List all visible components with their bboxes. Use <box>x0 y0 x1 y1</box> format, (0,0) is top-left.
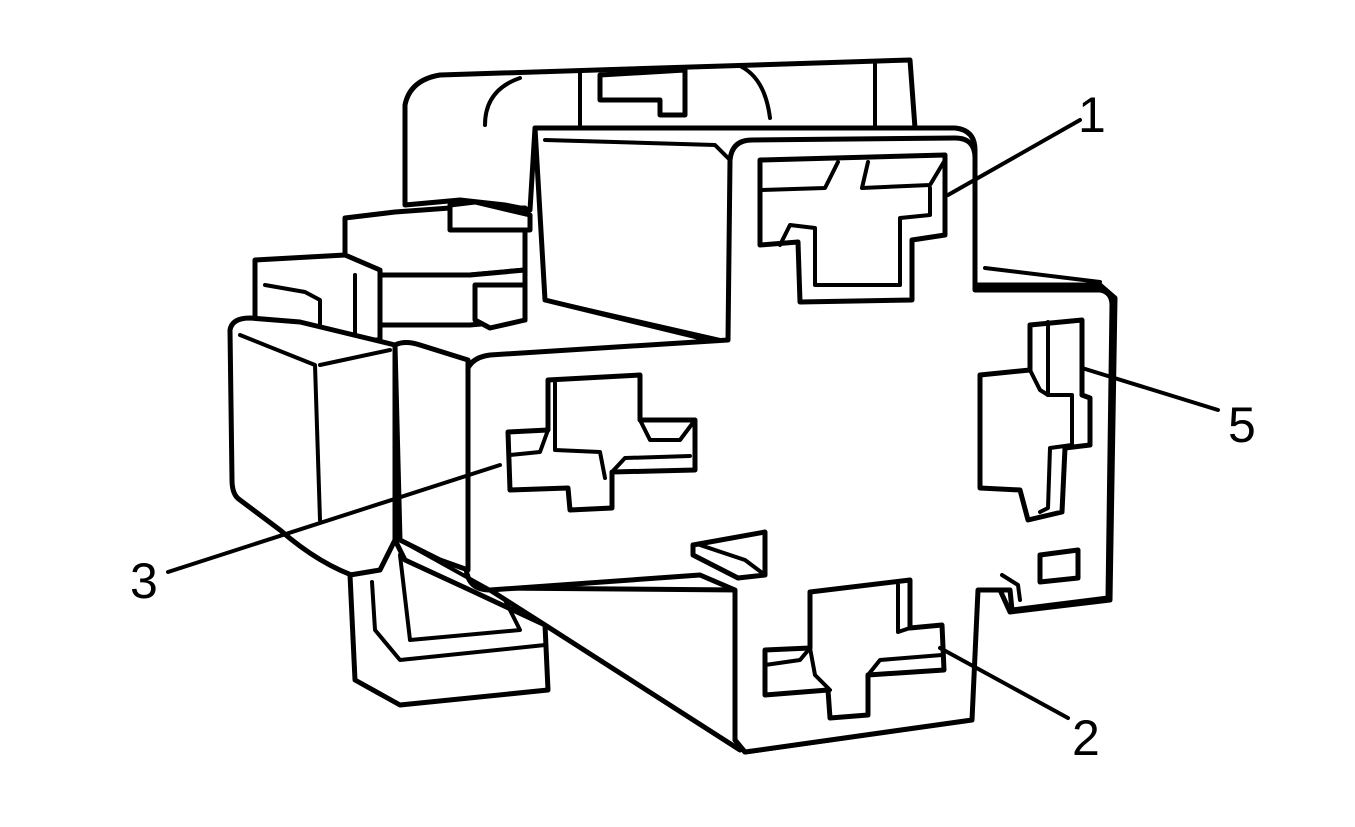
front-face-details <box>690 529 1081 602</box>
terminal-cavity-5 <box>977 317 1093 523</box>
terminal-cavity-3 <box>505 372 698 513</box>
connector-left-body <box>227 315 398 581</box>
terminal-cavity-1 <box>757 152 948 305</box>
terminal-cavity-2 <box>762 577 947 721</box>
leader-lines <box>166 118 1220 720</box>
connector-back-housing <box>402 57 918 213</box>
leader-line-1 <box>946 118 1082 197</box>
callout-2: 2 <box>1072 710 1100 766</box>
callout-5: 5 <box>1228 397 1256 453</box>
callout-3: 3 <box>130 553 158 609</box>
callout-1: 1 <box>1078 87 1106 143</box>
leader-line-3 <box>166 463 502 574</box>
leader-line-5 <box>1080 366 1220 412</box>
connector-mid-face <box>392 340 492 592</box>
connector-base-foot <box>347 537 743 753</box>
callout-labels: 1 2 3 5 <box>130 87 1256 766</box>
leader-line-2 <box>938 646 1070 720</box>
